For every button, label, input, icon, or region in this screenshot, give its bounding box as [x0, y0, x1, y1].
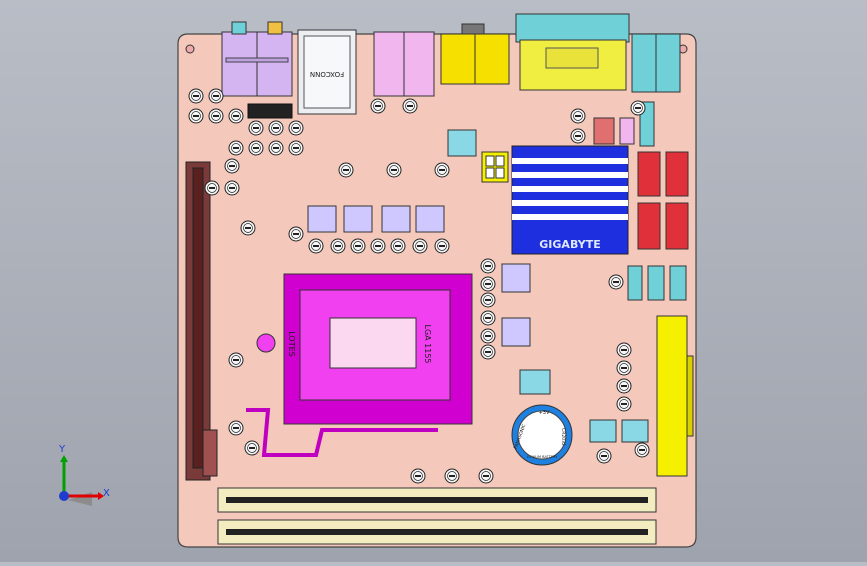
capacitor	[208, 108, 224, 124]
usb-port-stack	[373, 31, 435, 97]
dimm-slot-2	[217, 519, 657, 545]
socket-text-lotes: LOTES	[287, 331, 296, 357]
capacitor	[204, 180, 220, 196]
capacitor	[248, 140, 264, 156]
capacitor	[480, 276, 496, 292]
capacitor	[338, 162, 354, 178]
capacitor	[288, 120, 304, 136]
lan-brand-text: FOXCONN	[310, 70, 344, 78]
capacitor	[228, 140, 244, 156]
capacitor	[188, 88, 204, 104]
pcie-slot	[185, 161, 218, 481]
heatsink-brand-text: GIGABYTE	[539, 238, 600, 251]
capacitor	[268, 120, 284, 136]
capacitor	[634, 442, 650, 458]
capacitor	[288, 140, 304, 156]
capacitor	[288, 226, 304, 242]
capacitor	[478, 468, 494, 484]
capacitor	[228, 352, 244, 368]
capacitor	[188, 108, 204, 124]
capacitor	[570, 128, 586, 144]
capacitor	[370, 98, 386, 114]
sata-ports	[637, 151, 689, 250]
battery-polarity-text: +3V	[539, 410, 550, 416]
small-ics	[307, 129, 649, 443]
capacitor	[570, 108, 586, 124]
pin-headers	[247, 101, 687, 301]
capacitor	[228, 108, 244, 124]
capacitor	[616, 360, 632, 376]
capacitor	[350, 238, 366, 254]
capacitor	[412, 238, 428, 254]
capacitors	[188, 88, 650, 484]
capacitor	[224, 180, 240, 196]
capacitor	[386, 162, 402, 178]
capacitor	[480, 258, 496, 274]
capacitor	[228, 420, 244, 436]
cpu-socket: LOTES LGA 1155	[246, 273, 473, 457]
capacitor	[434, 238, 450, 254]
capacitor	[616, 342, 632, 358]
vga-port	[515, 13, 630, 91]
axis-y-label: Y	[58, 444, 66, 455]
atx-power-connector	[656, 315, 694, 477]
capacitor	[370, 238, 386, 254]
coordinate-triad: Y X	[58, 444, 110, 506]
capacitor	[390, 238, 406, 254]
audio-jack-stack	[221, 21, 293, 97]
ps2-port	[631, 33, 681, 93]
capacitor	[244, 440, 260, 456]
chipset-heatsink: GIGABYTE	[511, 145, 629, 255]
capacitor	[616, 378, 632, 394]
capacitor	[308, 238, 324, 254]
capacitor	[480, 292, 496, 308]
axis-x-label: X	[103, 488, 110, 499]
capacitor	[268, 140, 284, 156]
capacitor	[630, 100, 646, 116]
capacitor	[410, 468, 426, 484]
capacitor	[480, 344, 496, 360]
hdmi-port	[440, 23, 510, 85]
capacitor	[596, 448, 612, 464]
ethernet-usb-stack: FOXCONN	[297, 29, 357, 115]
capacitor	[480, 310, 496, 326]
capacitor	[248, 120, 264, 136]
capacitor	[240, 220, 256, 236]
socket-text-lga: LGA 1155	[423, 324, 432, 363]
cpu-power-connector	[481, 151, 509, 183]
capacitor	[402, 98, 418, 114]
capacitor	[608, 274, 624, 290]
dimm-slot-1	[217, 487, 657, 513]
capacitor	[434, 162, 450, 178]
capacitor	[616, 396, 632, 412]
capacitor	[208, 88, 224, 104]
capacitor	[224, 158, 240, 174]
capacitor	[330, 238, 346, 254]
cmos-battery: PANASONIC CR2032 +3V LITHIUM BATTERY	[511, 404, 573, 466]
battery-subtext: LITHIUM BATTERY	[527, 455, 559, 459]
capacitor	[444, 468, 460, 484]
capacitor	[480, 328, 496, 344]
battery-model-text: CR2032	[560, 428, 566, 446]
